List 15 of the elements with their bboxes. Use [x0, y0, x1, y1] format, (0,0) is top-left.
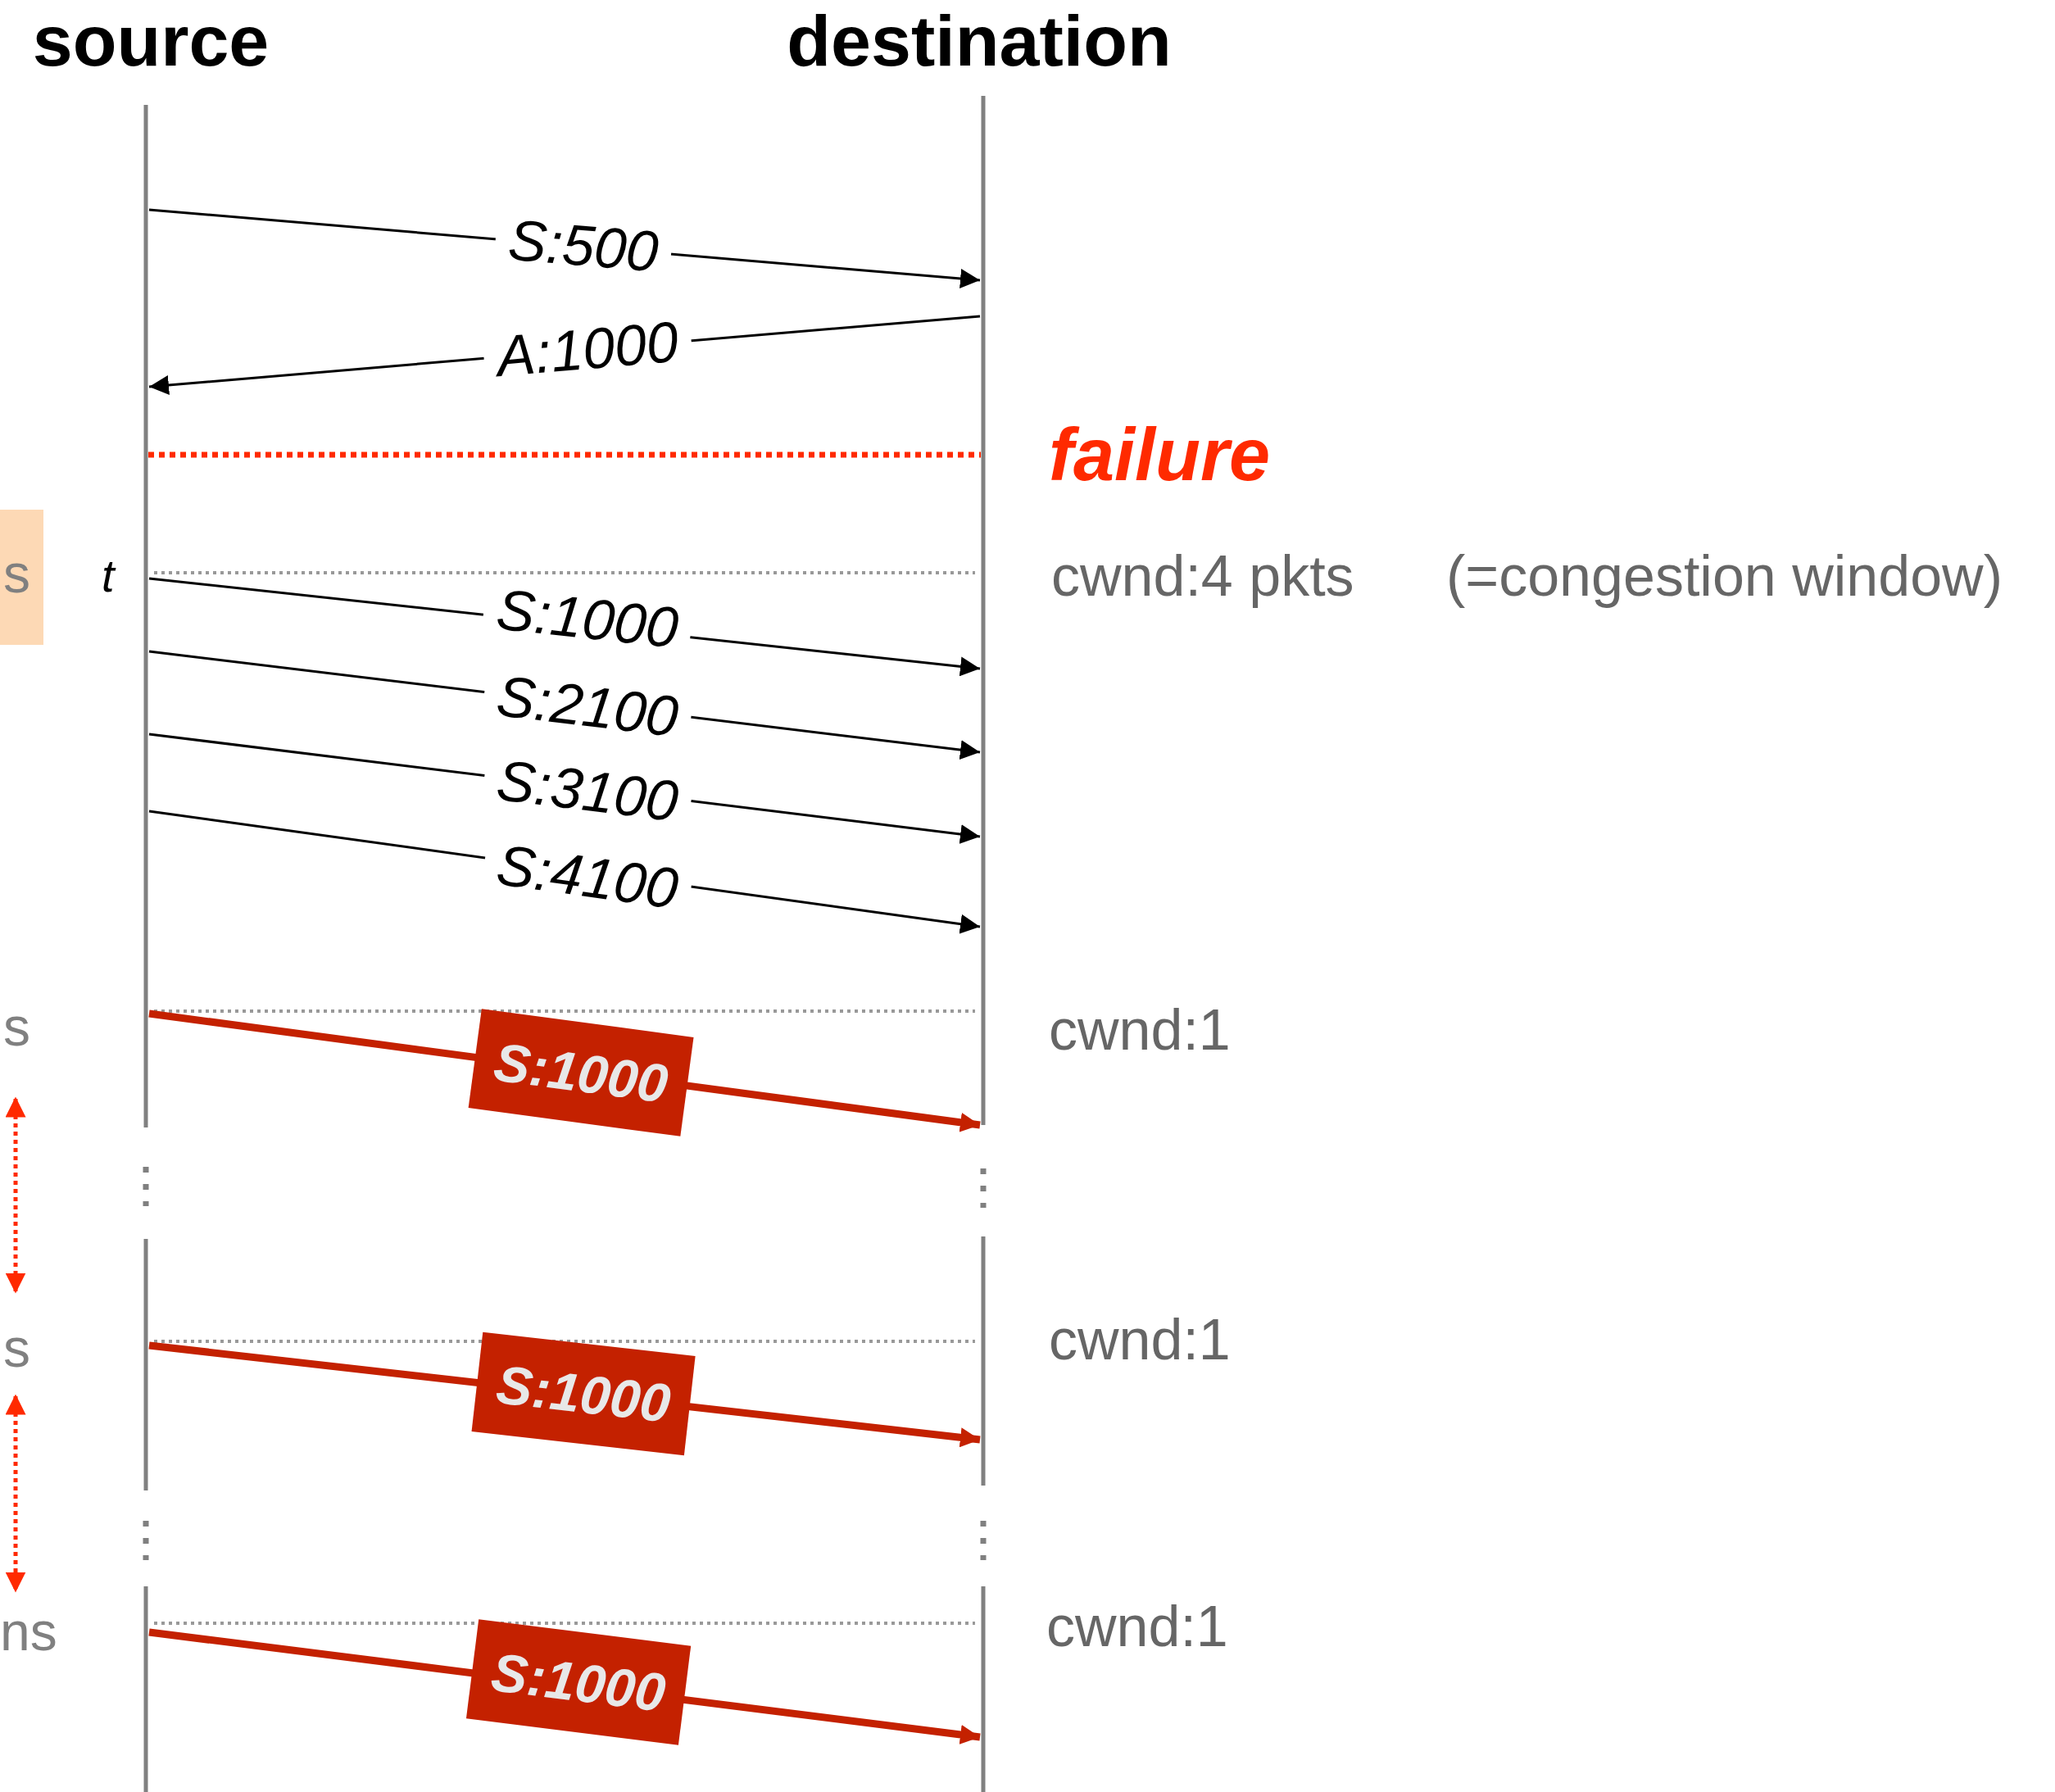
row-label: s: [3, 547, 30, 601]
edge-label: S:1000: [471, 1332, 696, 1456]
annotation: failure: [1049, 418, 1271, 492]
annotation: cwnd:1: [1049, 1001, 1231, 1059]
highlight-box: [0, 510, 43, 645]
annotation: cwnd:1: [1046, 1598, 1228, 1655]
row-label: s: [3, 1000, 30, 1054]
participant-label: destination: [787, 5, 1172, 77]
edge-label: S:1000: [465, 1619, 692, 1745]
time-marker: t: [102, 553, 115, 599]
annotation: cwnd:1: [1049, 1311, 1231, 1368]
row-label: s: [3, 1321, 30, 1375]
row-label: ns: [0, 1604, 57, 1658]
participant-label: source: [32, 5, 270, 77]
edge-label: S:1000: [468, 1009, 694, 1136]
